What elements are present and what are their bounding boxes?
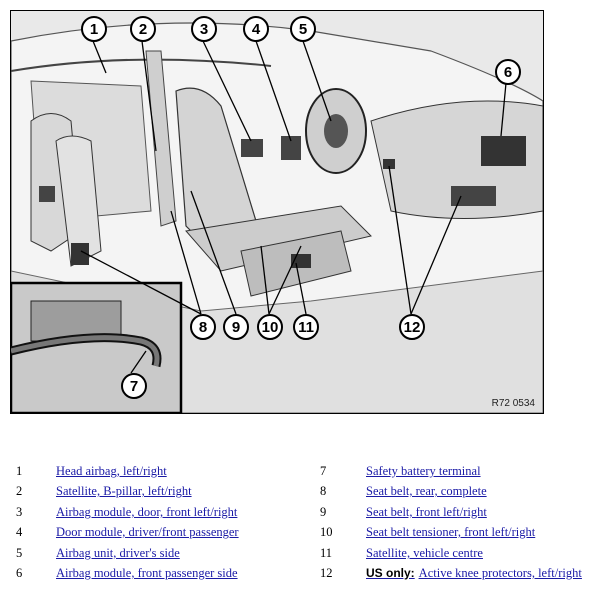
legend-link[interactable]: Airbag module, door, front left/right [56,505,238,519]
legend-number: 4 [16,525,23,539]
legend-link[interactable]: US only:Active knee protectors, left/rig… [366,564,582,582]
us-only-prefix: US only: [366,566,415,580]
callout-2: 2 [130,16,156,42]
figure-reference-code: R72 0534 [491,398,535,409]
callout-10: 10 [257,314,283,340]
vehicle-interior-drawing [11,22,543,413]
legend-number: 8 [320,484,327,498]
legend-number: 11 [320,546,333,560]
callout-11: 11 [293,314,319,340]
legend-link[interactable]: Airbag unit, driver's side [56,546,180,560]
legend-link[interactable]: Satellite, B-pillar, left/right [56,484,192,498]
legend-link[interactable]: Door module, driver/front passenger [56,525,239,539]
legend-link[interactable]: Satellite, vehicle centre [366,546,483,560]
legend-link[interactable]: Seat belt, rear, complete [366,484,487,498]
airbag-system-illustration: 1 2 3 4 5 6 7 8 9 10 11 12 R72 0534 [10,10,544,414]
legend-number: 2 [16,484,23,498]
legend-number: 5 [16,546,23,560]
legend-link[interactable]: Airbag module, front passenger side [56,566,238,580]
legend-link-text[interactable]: Active knee protectors, left/right [418,566,582,580]
legend-number: 7 [320,464,327,478]
legend-link[interactable]: Seat belt, front left/right [366,505,487,519]
callout-7: 7 [121,373,147,399]
legend-number: 1 [16,464,23,478]
callout-1: 1 [81,16,107,42]
legend-number: 12 [320,566,333,580]
callout-8: 8 [190,314,216,340]
legend-number: 9 [320,505,327,519]
passenger-airbag-module [481,136,526,166]
legend-number: 3 [16,505,23,519]
callout-9: 9 [223,314,249,340]
callout-12: 12 [399,314,425,340]
callout-6: 6 [495,59,521,85]
callout-4: 4 [243,16,269,42]
legend-link[interactable]: Safety battery terminal [366,464,481,478]
legend-number: 6 [16,566,23,580]
callout-3: 3 [191,16,217,42]
legend-number: 10 [320,525,333,539]
component-legend: 1 Head airbag, left/right 2 Satellite, B… [0,462,613,592]
legend-link[interactable]: Seat belt tensioner, front left/right [366,525,536,539]
legend-link[interactable]: Head airbag, left/right [56,464,167,478]
callout-5: 5 [290,16,316,42]
